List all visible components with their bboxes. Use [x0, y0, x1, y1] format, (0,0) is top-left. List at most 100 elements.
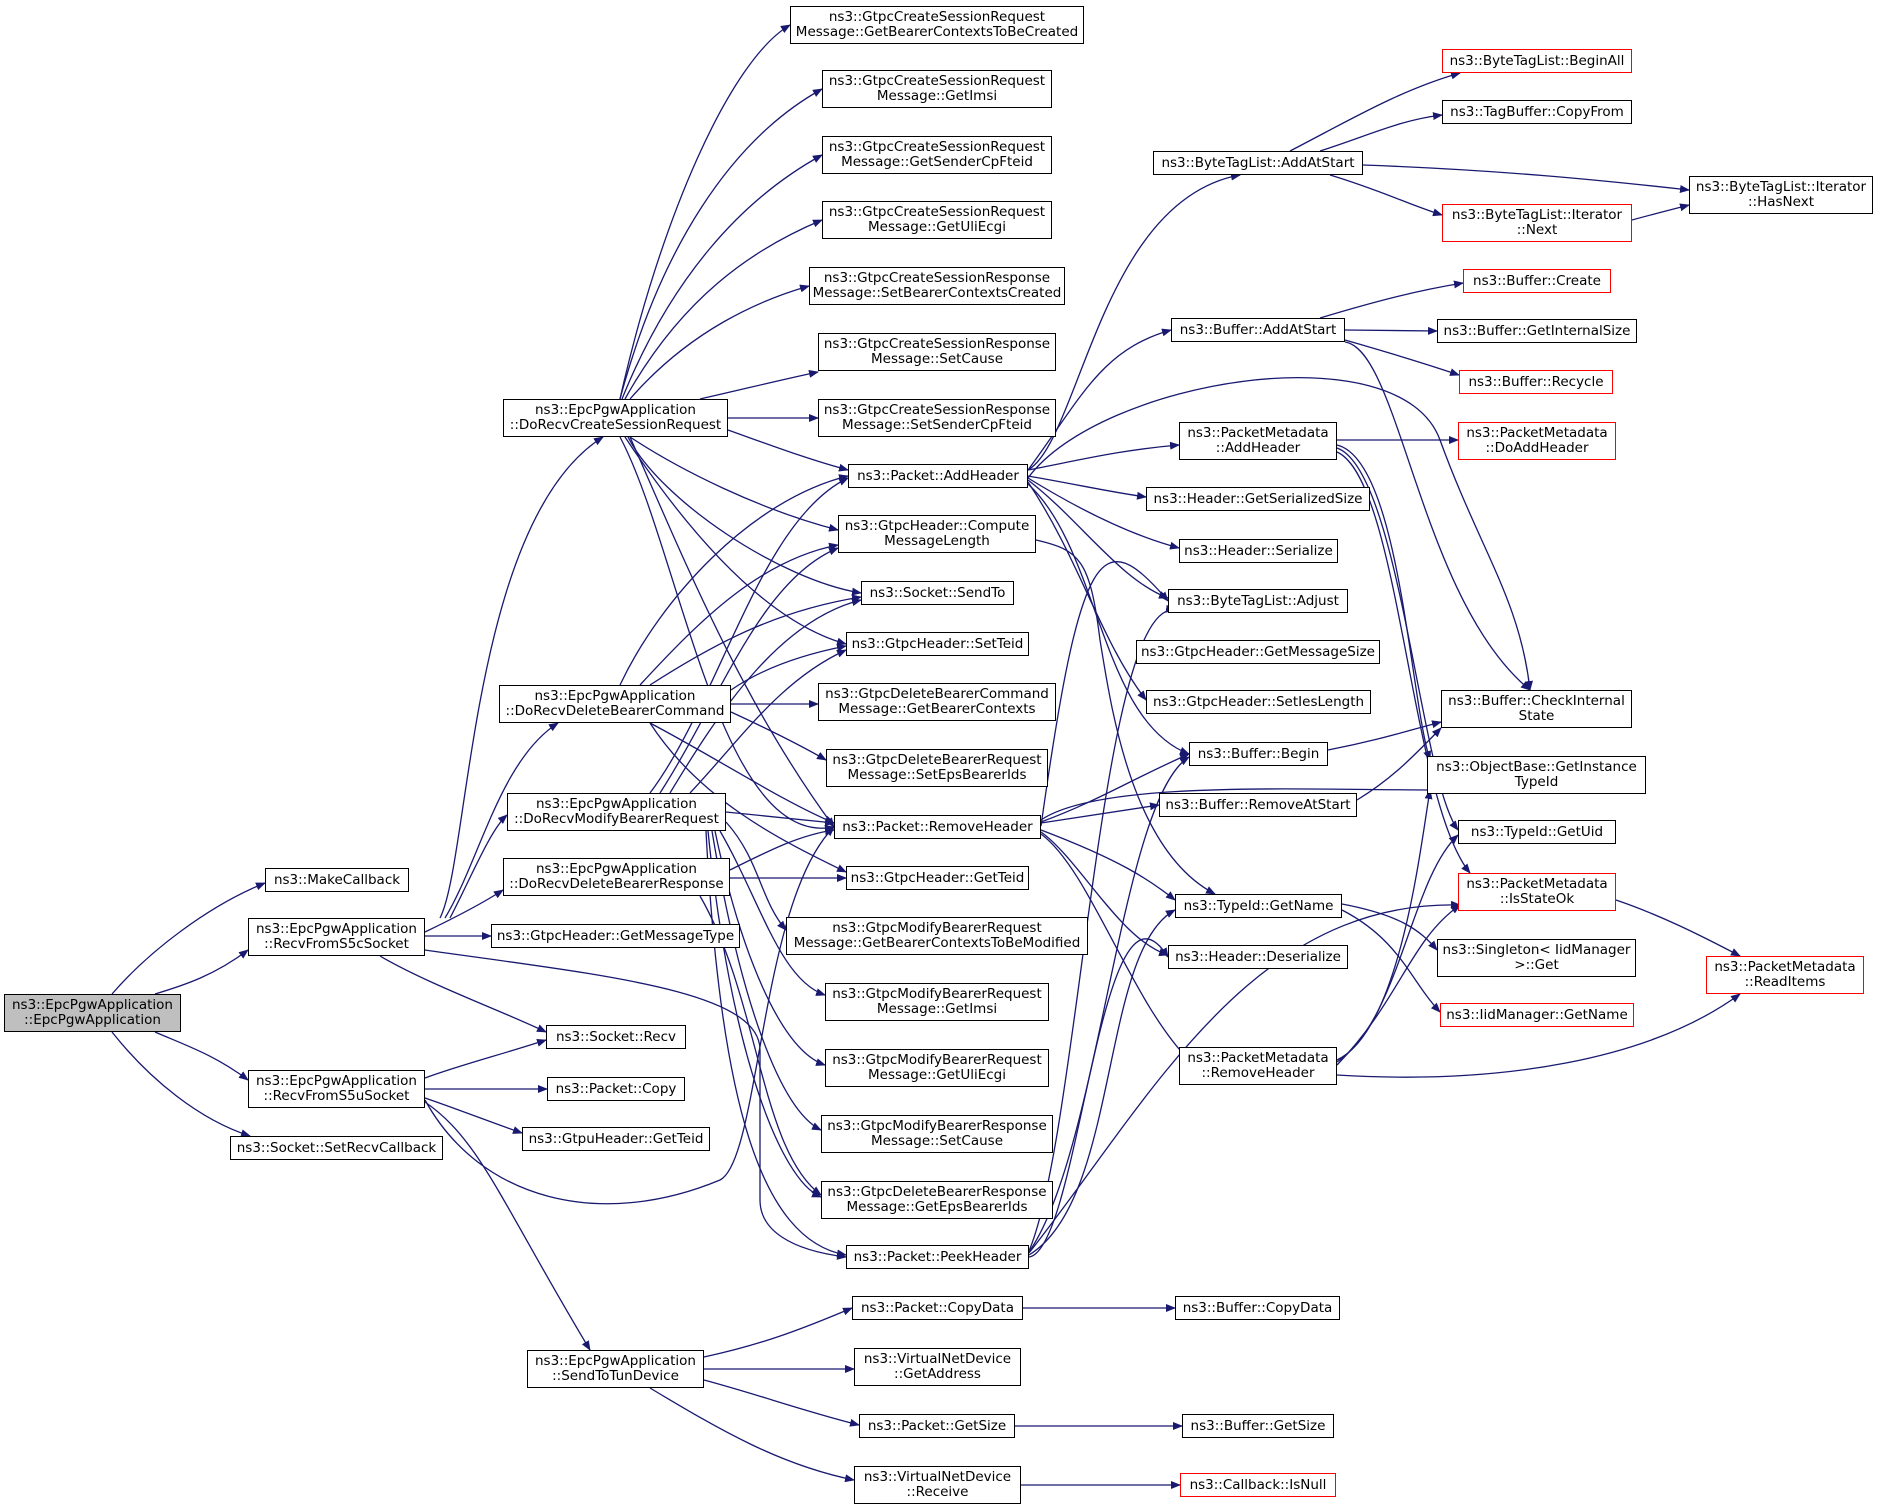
node-recv-s5u[interactable]: ns3::EpcPgwApplication::RecvFromS5uSocke…: [248, 1070, 425, 1108]
node-do-modify-bearer-request[interactable]: ns3::EpcPgwApplication::DoRecvModifyBear…: [507, 793, 726, 831]
node-socket-recv[interactable]: ns3::Socket::Recv: [546, 1025, 686, 1049]
call-edge: [1040, 831, 1169, 957]
node-packet-copy-data[interactable]: ns3::Packet::CopyData: [852, 1296, 1023, 1320]
node-label: ns3::Buffer::CopyData: [1182, 1299, 1333, 1316]
node-buffer-get-internal-size[interactable]: ns3::Buffer::GetInternalSize: [1437, 319, 1637, 343]
node-label: ns3::Header::GetSerializedSize: [1153, 490, 1363, 507]
node-label: ns3::GtpcDeleteBearerRequest: [832, 752, 1042, 768]
node-packet-copy[interactable]: ns3::Packet::Copy: [547, 1077, 685, 1101]
call-edge: [725, 821, 787, 931]
call-edge: [1027, 479, 1169, 599]
node-gtpc-get-message-type[interactable]: ns3::GtpcHeader::GetMessageType: [491, 924, 740, 948]
node-vnd-get-address[interactable]: ns3::VirtualNetDevice::GetAddress: [854, 1348, 1021, 1386]
node-label: ns3::ByteTagList::BeginAll: [1449, 52, 1625, 69]
call-edge: [649, 722, 847, 873]
node-gtpc-get-teid[interactable]: ns3::GtpcHeader::GetTeid: [846, 866, 1029, 890]
node-label: ns3::Packet::Copy: [555, 1080, 677, 1097]
node-do-create-session[interactable]: ns3::EpcPgwApplication::DoRecvCreateSess…: [503, 399, 728, 437]
node-callback-is-null[interactable]: ns3::Callback::IsNull: [1180, 1473, 1336, 1497]
node-label-2: ::Receive: [906, 1484, 969, 1500]
node-label: ns3::ByteTagList::Adjust: [1177, 592, 1339, 609]
call-edge: [1344, 326, 1438, 335]
node-pm-do-add-header[interactable]: ns3::PacketMetadata::DoAddHeader: [1458, 422, 1616, 460]
node-typeid-get-uid[interactable]: ns3::TypeId::GetUid: [1458, 820, 1616, 844]
call-edge: [111, 882, 266, 995]
node-iidmanager-get-name[interactable]: ns3::IidManager::GetName: [1440, 1003, 1634, 1027]
node-singleton-get[interactable]: ns3::Singleton< IidManager>::Get: [1437, 939, 1636, 977]
node-make-callback[interactable]: ns3::MakeCallback: [265, 868, 409, 892]
node-buffer-create[interactable]: ns3::Buffer::Create: [1463, 269, 1611, 293]
node-buffer-get-size[interactable]: ns3::Buffer::GetSize: [1182, 1414, 1334, 1438]
node-btl-iterator-next[interactable]: ns3::ByteTagList::Iterator::Next: [1442, 204, 1632, 242]
node-label: ns3::Buffer::Begin: [1197, 745, 1320, 762]
node-label: ns3::IidManager::GetName: [1446, 1006, 1628, 1023]
call-edge: [1362, 164, 1690, 193]
node-buffer-remove-at-start[interactable]: ns3::Buffer::RemoveAtStart: [1159, 793, 1357, 817]
node-label: ns3::GtpcModifyBearerRequest: [832, 1052, 1042, 1068]
node-tagbuffer-copy-from[interactable]: ns3::TagBuffer::CopyFrom: [1442, 100, 1632, 124]
node-btl-begin-all[interactable]: ns3::ByteTagList::BeginAll: [1442, 49, 1632, 73]
node-label: ns3::EpcPgwApplication: [256, 1073, 417, 1089]
node-recv-s5c[interactable]: ns3::EpcPgwApplication::RecvFromS5cSocke…: [248, 918, 425, 956]
node-packet-remove-header[interactable]: ns3::Packet::RemoveHeader: [834, 815, 1041, 839]
node-gtpu-get-teid[interactable]: ns3::GtpuHeader::GetTeid: [522, 1127, 710, 1151]
node-buffer-copy-data[interactable]: ns3::Buffer::CopyData: [1175, 1296, 1340, 1320]
call-edge: [1040, 829, 1176, 901]
node-label: ns3::GtpuHeader::GetTeid: [528, 1130, 704, 1147]
node-socket-send-to[interactable]: ns3::Socket::SendTo: [861, 581, 1014, 605]
node-set-recv-callback[interactable]: ns3::Socket::SetRecvCallback: [230, 1136, 443, 1160]
node-buffer-begin[interactable]: ns3::Buffer::Begin: [1189, 742, 1328, 766]
node-btl-add-at-start[interactable]: ns3::ByteTagList::AddAtStart: [1153, 151, 1363, 175]
call-edge: [624, 219, 823, 400]
node-vnd-receive[interactable]: ns3::VirtualNetDevice::Receive: [854, 1466, 1021, 1504]
node-gtpc-set-ies-length[interactable]: ns3::GtpcHeader::SetIesLength: [1146, 690, 1371, 714]
node-header-deserialize[interactable]: ns3::Header::Deserialize: [1168, 945, 1348, 969]
node-pm-add-header[interactable]: ns3::PacketMetadata::AddHeader: [1179, 422, 1337, 460]
call-edge: [379, 955, 547, 1033]
node-label: ns3::TypeId::GetName: [1183, 897, 1334, 914]
node-btl-adjust[interactable]: ns3::ByteTagList::Adjust: [1168, 589, 1348, 613]
node-gtpc-get-message-size[interactable]: ns3::GtpcHeader::GetMessageSize: [1136, 640, 1380, 664]
node-pm-remove-header[interactable]: ns3::PacketMetadata::RemoveHeader: [1179, 1047, 1337, 1085]
node-pm-read-items[interactable]: ns3::PacketMetadata::ReadItems: [1706, 956, 1864, 994]
node-label: ns3::Packet::RemoveHeader: [842, 818, 1033, 835]
node-root[interactable]: ns3::EpcPgwApplication::EpcPgwApplicatio…: [4, 994, 181, 1032]
node-do-delete-bearer-response[interactable]: ns3::EpcPgwApplication::DoRecvDeleteBear…: [503, 858, 730, 896]
node-packet-get-size[interactable]: ns3::Packet::GetSize: [859, 1414, 1015, 1438]
call-edge: [1035, 539, 1216, 895]
node-typeid-get-name[interactable]: ns3::TypeId::GetName: [1175, 894, 1342, 918]
node-packet-peek-header[interactable]: ns3::Packet::PeekHeader: [846, 1245, 1029, 1269]
node-header-get-serialized-size[interactable]: ns3::Header::GetSerializedSize: [1146, 487, 1370, 511]
node-label: ns3::GtpcHeader::SetIesLength: [1152, 693, 1365, 710]
node-send-to-tun-device[interactable]: ns3::EpcPgwApplication::SendToTunDevice: [527, 1350, 704, 1388]
node-buffer-recycle[interactable]: ns3::Buffer::Recycle: [1459, 370, 1613, 394]
node-packet-add-header[interactable]: ns3::Packet::AddHeader: [848, 464, 1028, 488]
node-buffer-add-at-start[interactable]: ns3::Buffer::AddAtStart: [1171, 318, 1345, 342]
node-btl-iterator-has-next[interactable]: ns3::ByteTagList::Iterator::HasNext: [1689, 176, 1873, 214]
node-label-2: ::DoRecvDeleteBearerResponse: [509, 876, 724, 892]
node-pm-is-state-ok[interactable]: ns3::PacketMetadata::IsStateOk: [1458, 873, 1616, 911]
node-label-2: Message::GetBearerContextsToBeCreated: [795, 24, 1079, 40]
call-edge: [154, 949, 249, 995]
call-edge: [1344, 341, 1531, 691]
node-do-delete-bearer-command[interactable]: ns3::EpcPgwApplication::DoRecvDeleteBear…: [499, 685, 731, 723]
node-header-serialize[interactable]: ns3::Header::Serialize: [1179, 539, 1338, 563]
node-gtpc-set-teid[interactable]: ns3::GtpcHeader::SetTeid: [846, 632, 1029, 656]
